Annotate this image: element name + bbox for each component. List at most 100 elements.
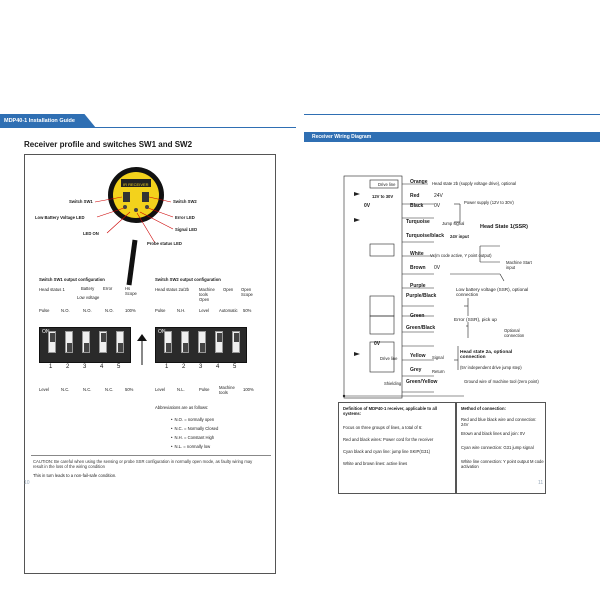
section-title: Receiver profile and switches SW1 and SW… — [24, 140, 193, 149]
method-title: Method of connection: — [461, 406, 506, 411]
wire-red: Red — [410, 193, 420, 199]
signal-label: Signal — [432, 355, 444, 360]
sw2-top-label: Head status 2a/2b — [155, 287, 189, 292]
sw2-toggle-3[interactable] — [198, 331, 206, 353]
page-number: 10 — [24, 480, 30, 486]
sw1-row2-cell: 50% — [125, 387, 134, 392]
wire-turquoise: Turquoise — [406, 219, 430, 225]
sw1-row2-cell: N.C. — [105, 387, 114, 392]
error-ssr-label: Error (SSR), pick up — [454, 318, 497, 323]
wire-purple: Purple — [410, 283, 426, 289]
sw1-toggle-4[interactable] — [99, 331, 107, 353]
sw1-number: 5 — [117, 364, 121, 370]
abbr-item: N.H. = Constant High — [171, 435, 214, 440]
left-page: MDP40-1 Installation Guide Receiver prof… — [0, 110, 296, 574]
wire-yellow: Yellow — [410, 353, 426, 359]
sw2-row2-cell: N.L. — [177, 387, 185, 392]
arrow-right-icon — [354, 218, 360, 222]
sw2-toggle-4[interactable] — [215, 331, 223, 353]
label-sw1: Switch SW1 — [69, 199, 93, 204]
wire-green: Green — [410, 313, 425, 319]
sw2-top-label: Machine tools Open — [199, 287, 215, 302]
sw1-row1-cell: N.O. — [61, 308, 70, 313]
label-led-on: LED ON — [83, 231, 99, 236]
wire-turquoise-black: Turquoise/black — [406, 233, 444, 239]
signal-led-icon — [134, 208, 138, 212]
right-page: Receiver Wiring Diagram — [304, 110, 600, 495]
wire-orange-desc: Head state 2b (supply voltage drive), op… — [432, 181, 517, 186]
shielding-label: Shielding — [384, 381, 402, 386]
banner-rule — [0, 127, 296, 128]
sw2-toggle-2[interactable] — [181, 331, 189, 353]
method-item: Red and blue black wire and connection: … — [461, 417, 537, 427]
sw1-row1-cell: Pulse — [39, 308, 50, 313]
wire-black-voltage: 0V — [434, 203, 441, 209]
sw2-row1-cell: Level — [199, 308, 210, 313]
label-probe-led: Probe status LED — [147, 241, 182, 246]
sw2-row1-cell: Automatic — [219, 308, 238, 313]
power-supply-label: Power supply (12V to 30V) — [464, 200, 514, 205]
sw1-toggle-2[interactable] — [65, 331, 73, 353]
sw1-toggle-1[interactable] — [48, 331, 56, 353]
method-item: Brown and black lines and join: 0V — [461, 431, 526, 436]
sw1-row2-cell: N.C. — [83, 387, 92, 392]
sw1-top-label: Hs Scope — [125, 286, 137, 296]
drive-0v-label: 0V — [374, 341, 381, 347]
wire-green-black: Green/Black — [406, 325, 436, 331]
wiring-header: Receiver Wiring Diagram — [304, 132, 600, 142]
sw2-toggle-5[interactable] — [232, 331, 240, 353]
drive-box — [369, 179, 399, 189]
ground-label: Ground wire of machine tool (zero point) — [464, 379, 539, 384]
wire-white: White — [410, 251, 424, 257]
caution-text-2: This in turn leads to a non-fail-safe co… — [33, 473, 117, 478]
sw2-on-label: ON — [158, 329, 166, 335]
sw2-toggle-1[interactable] — [164, 331, 172, 353]
sw1-top-label: Battery — [81, 286, 95, 291]
green-box — [369, 315, 395, 335]
jump-signal-label: Jump signal — [442, 221, 465, 226]
sw1-row1-cell: N.O. — [105, 308, 114, 313]
definition-title: Definition of MDP40-1 receiver, applicab… — [343, 406, 438, 416]
sw2-top-label: Open Scope — [241, 287, 253, 297]
sw1-top-label: Error — [103, 286, 113, 291]
sw2-row2-cell: Pulse — [199, 387, 210, 392]
definition-item: White and brown lines: active lines — [343, 461, 408, 466]
label-error-led: Error LED — [175, 215, 195, 220]
wire-purple-black: Purple/Black — [406, 293, 437, 299]
sw2-title: Switch SW2 output configuration — [155, 277, 221, 282]
abbr-item: N.C. = Normally Closed — [171, 426, 218, 431]
caution-rule — [31, 455, 271, 456]
sw1-dip-switch[interactable]: ON — [39, 327, 131, 363]
caution-text: CAUTION: Be careful when using the sensi… — [33, 459, 253, 469]
head-state-2a-label: Head state 2a, optional connection — [460, 350, 513, 360]
sw2-number: 4 — [216, 364, 220, 370]
sw1-toggle-5[interactable] — [116, 331, 124, 353]
drive-line-2-label: Drive line — [380, 356, 398, 361]
wire-grey: Grey — [410, 367, 422, 373]
receiver-illustration — [94, 167, 174, 286]
definition-item: Red and black wires: Power cord for the … — [343, 437, 434, 442]
sw2-row2-cell: Level — [155, 387, 166, 392]
top-rule — [304, 114, 600, 115]
optional-connection-label: Optional connection — [504, 328, 525, 338]
sw1-number: 3 — [83, 364, 87, 370]
definition-box: Definition of MDP40-1 receiver, applicab… — [338, 402, 456, 494]
sw2-row2-cell: Machine tools — [219, 385, 235, 395]
return-label: Return — [432, 369, 445, 374]
guide-banner: MDP40-1 Installation Guide — [0, 114, 96, 128]
label-sw2: Switch SW2 — [173, 199, 197, 204]
sw2-dip-switch[interactable]: ON — [155, 327, 247, 363]
abbr-item: N.O. = normally open — [171, 417, 214, 422]
sw1-row2-cell: N.C. — [61, 387, 70, 392]
sw1-on-label: ON — [42, 329, 50, 335]
head-state-1-label: Head State 1(SSR) — [480, 224, 528, 230]
sw1-toggle-3[interactable] — [82, 331, 90, 353]
sw1-number: 4 — [100, 364, 104, 370]
wire-white-desc: Vx(m code active, Y point output) — [430, 253, 492, 258]
sw2-row1-cell: Pulse — [155, 308, 166, 313]
sw1-number: 2 — [66, 364, 70, 370]
screen-text: IR RECEIVER — [123, 182, 149, 187]
sw2-number: 2 — [182, 364, 186, 370]
sw1-title: Switch SW1 output configuration — [39, 277, 105, 282]
